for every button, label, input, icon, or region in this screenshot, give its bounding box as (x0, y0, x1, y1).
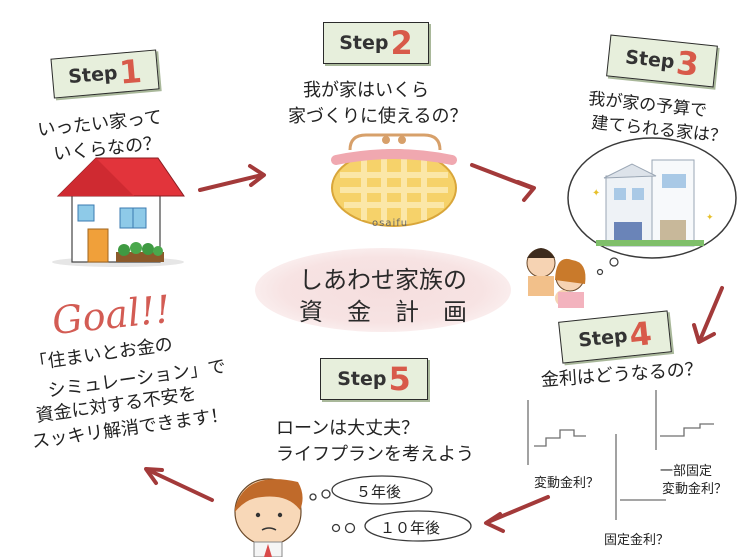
step3-number: 3 (674, 43, 701, 84)
step5-label: Step 5 (320, 358, 428, 400)
fixed-rate-label: 固定金利？ (604, 533, 670, 548)
center-title-line1: しあわせ家族の (299, 266, 467, 294)
arrow-step3-to-step4 (692, 286, 724, 344)
arrow-step5-to-goal (144, 467, 214, 502)
step5-number: 5 (388, 360, 411, 398)
step1-word: Step (67, 61, 119, 89)
hybrid-rate-label-line1: 一部固定 (660, 464, 713, 479)
purse-illustration (331, 133, 457, 227)
modern-house-illustration: ✦ ✦ (567, 137, 737, 276)
thought-bubbles (309, 475, 472, 542)
step2-label: Step 2 (323, 22, 429, 64)
arrow-step2-to-step3 (470, 163, 536, 202)
step5-caption-line2: ライフプランを考えよう (276, 444, 474, 465)
step2-caption-line2: 家づくりに使えるの？ (288, 106, 468, 127)
five-years-later-text: ５年後 (356, 483, 402, 501)
center-title-line2: 資 金 計 画 (299, 298, 467, 326)
step4-word: Step (577, 324, 629, 352)
step3-word: Step (624, 46, 676, 74)
step5-caption-line1: ローンは大丈夫？ (276, 418, 420, 439)
fixed-rate-graph (615, 434, 666, 520)
variable-rate-label: 変動金利？ (534, 476, 600, 491)
purse-label: osaifu (372, 218, 409, 229)
arrow-step4-to-step5 (484, 495, 550, 533)
step2-number: 2 (390, 24, 413, 62)
hybrid-rate-label-line2: 変動金利？ (662, 482, 728, 497)
step1-number: 1 (117, 51, 144, 92)
variable-rate-graph (527, 400, 586, 465)
family-illustration (526, 248, 586, 308)
arrow-step1-to-step2 (198, 164, 266, 192)
step2-caption-line1: 我が家はいくら (303, 80, 429, 101)
step5-word: Step (337, 368, 387, 390)
svg-text:✦: ✦ (592, 188, 600, 199)
boy-illustration (234, 478, 303, 557)
house-illustration (52, 157, 185, 267)
step4-number: 4 (627, 314, 654, 355)
center-title-area: しあわせ家族の 資 金 計 画 (255, 248, 511, 332)
step2-word: Step (339, 32, 389, 54)
ten-years-later-text: １０年後 (380, 519, 441, 537)
hybrid-rate-graph (655, 390, 714, 450)
svg-text:✦: ✦ (706, 213, 714, 223)
